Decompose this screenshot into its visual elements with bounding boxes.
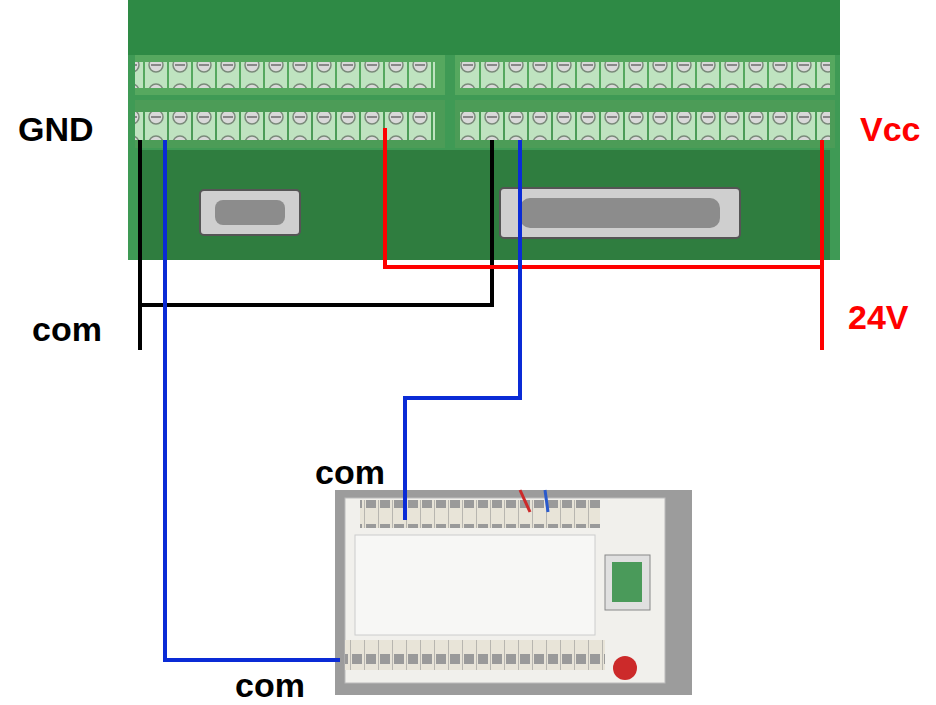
wire-label: com: [32, 312, 102, 346]
plc-unit: [335, 490, 692, 695]
wire-label: com: [315, 455, 385, 489]
wire-label: GND: [18, 112, 94, 146]
wire-label: com: [235, 668, 305, 702]
wire-label: 24V: [848, 300, 909, 334]
terminal-board: [128, 0, 840, 260]
wire-label: Vcc: [860, 112, 921, 146]
wires: [140, 128, 822, 660]
